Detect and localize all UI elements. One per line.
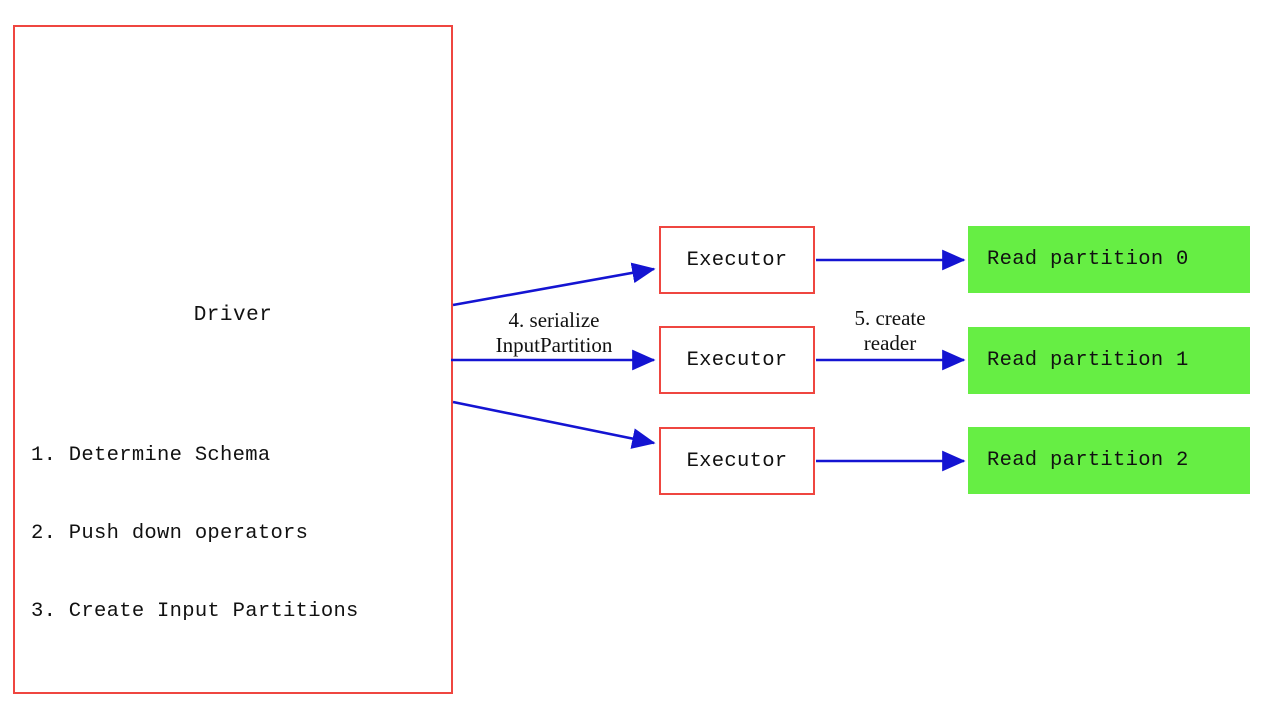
executor-label-2: Executor [686,449,788,473]
executor-label-0: Executor [686,248,788,272]
read-partition-box-0: Read partition 0 [968,226,1250,293]
read-partition-label-1: Read partition 1 [987,349,1189,372]
executor-label-1: Executor [686,348,788,372]
read-partition-label-0: Read partition 0 [987,248,1189,271]
arrow-driver-to-executor-2 [452,400,656,449]
edge-label-serialize-inputpartition: 4. serialize InputPartition [495,308,613,357]
driver-box: Driver 1. Determine Schema 2. Push down … [13,25,453,694]
executor-box-0: Executor [659,226,815,294]
read-partition-box-2: Read partition 2 [968,427,1250,494]
driver-step-3: 3. Create Input Partitions [31,600,359,623]
driver-title: Driver [193,304,273,327]
read-partition-label-2: Read partition 2 [987,449,1189,472]
executor-box-2: Executor [659,427,815,495]
edge-label-create-reader: 5. create reader [854,306,926,355]
read-partition-box-1: Read partition 1 [968,327,1250,394]
arrow-driver-to-executor-0 [452,262,656,307]
driver-step-2: 2. Push down operators [31,522,309,545]
driver-step-1: 1. Determine Schema [31,444,271,467]
executor-box-1: Executor [659,326,815,394]
driver-steps-list: 1. Determine Schema 2. Push down operato… [31,391,359,677]
